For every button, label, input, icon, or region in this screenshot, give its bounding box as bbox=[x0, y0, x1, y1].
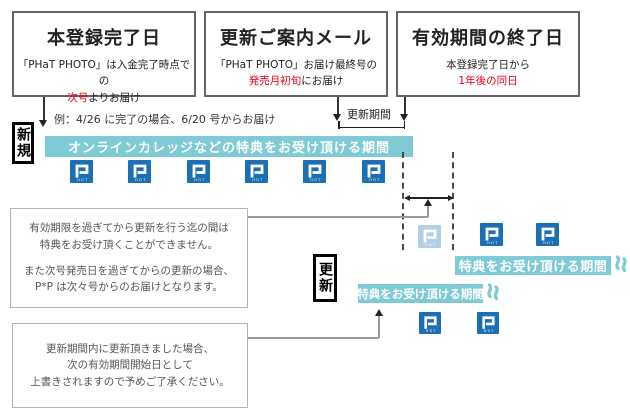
phat-photo-logo-icon: HOT bbox=[187, 160, 210, 183]
arrow-up-icon bbox=[375, 309, 383, 316]
expiration-box: 有効期間の終了日 本登録完了日から 1年後の同日 bbox=[396, 11, 580, 97]
phat-photo-logo-faded-icon: HOT bbox=[418, 225, 441, 248]
new-member-label: 新規 bbox=[12, 122, 34, 164]
svg-text:HOT: HOT bbox=[194, 178, 206, 182]
note-line: 次の有効期間開始日として bbox=[67, 359, 193, 372]
renewal-member-label: 更新 bbox=[313, 254, 337, 302]
connector-line bbox=[378, 315, 380, 338]
arrow-down-icon bbox=[333, 114, 341, 121]
arrow-left-icon bbox=[404, 194, 410, 201]
note-line: 更新期間内に更新頂きました場合、 bbox=[46, 343, 214, 356]
dashed-boundary-line bbox=[452, 152, 454, 250]
phat-photo-logo-icon: HOT bbox=[536, 223, 559, 246]
connector-line bbox=[248, 216, 428, 218]
phat-photo-logo-icon: HOT bbox=[303, 160, 326, 183]
gap-span-line bbox=[409, 197, 449, 199]
renew-benefit-period-banner: 特典をお受け頂ける期間 bbox=[455, 256, 611, 275]
registration-complete-box: 本登録完了日 「PHaT PHOTO」は入金完了時点での 次号よりお届け bbox=[12, 11, 196, 104]
phat-photo-logo-icon: HOT bbox=[477, 312, 499, 334]
svg-text:HOT: HOT bbox=[484, 329, 495, 333]
arrow-right-icon bbox=[448, 194, 454, 201]
note-line: 有効期限を過ぎてから更新を行う迄の間は bbox=[29, 222, 229, 235]
connector-line bbox=[248, 337, 379, 339]
svg-text:HOT: HOT bbox=[426, 329, 437, 333]
expiry-note-box: 有効期限を過ぎてから更新を行う迄の間は 特典をお受け頂くことができません。 また… bbox=[10, 208, 248, 308]
box-subtitle: 「PHaT PHOTO」お届け最終号の 発売月初旬にお届け bbox=[214, 59, 378, 88]
dashed-boundary-line bbox=[402, 152, 404, 250]
phat-photo-logo-icon: HOT bbox=[419, 312, 441, 334]
svg-text:HOT: HOT bbox=[77, 178, 89, 182]
svg-text:HOT: HOT bbox=[252, 178, 264, 182]
phat-photo-logo-icon: HOT bbox=[70, 160, 93, 183]
arrow-down-icon bbox=[400, 114, 408, 121]
arrow-down-icon bbox=[39, 120, 47, 127]
note-line: また次号発売日を過ぎてからの更新の場合、 bbox=[24, 265, 234, 277]
box-subtitle: 本登録完了日から 1年後の同日 bbox=[446, 59, 530, 88]
svg-text:HOT: HOT bbox=[487, 241, 499, 245]
box-title: 有効期間の終了日 bbox=[412, 28, 564, 49]
renewal-period-span bbox=[338, 121, 405, 129]
arrow-up-icon bbox=[424, 199, 432, 206]
phat-photo-logo-icon: HOT bbox=[480, 223, 503, 246]
svg-text:HOT: HOT bbox=[369, 178, 381, 182]
renewal-period-label: 更新期間 bbox=[347, 108, 391, 121]
connector-line bbox=[427, 205, 429, 217]
phat-photo-logo-icon: HOT bbox=[245, 160, 268, 183]
overwrite-note-box: 更新期間内に更新頂きました場合、 次の有効期間開始日として 上書きされますので予… bbox=[12, 323, 248, 408]
arrow-line bbox=[337, 97, 339, 116]
note-line: P*P は次々号からのお届けとなります。 bbox=[35, 281, 223, 294]
box-title: 更新ご案内メール bbox=[220, 28, 372, 49]
renew-benefit-period-banner: 特典をお受け頂ける期間 bbox=[357, 284, 484, 303]
renewal-mail-box: 更新ご案内メール 「PHaT PHOTO」お届け最終号の 発売月初旬にお届け bbox=[204, 11, 388, 97]
new-benefit-period-banner: オンラインカレッジなどの特典をお受け頂ける期間 bbox=[45, 136, 413, 157]
svg-text:HOT: HOT bbox=[310, 178, 322, 182]
wave-continuation-icon bbox=[615, 255, 627, 273]
wave-continuation-icon bbox=[487, 283, 499, 301]
svg-text:HOT: HOT bbox=[425, 243, 437, 247]
note-line: 特典をお受け頂くことができません。 bbox=[39, 238, 219, 251]
phat-photo-logo-icon: HOT bbox=[362, 160, 385, 183]
svg-text:HOT: HOT bbox=[135, 178, 147, 182]
phat-photo-logo-icon: HOT bbox=[128, 160, 151, 183]
arrow-line bbox=[43, 97, 45, 122]
box-subtitle: 「PHaT PHOTO」は入金完了時点での 次号よりお届け bbox=[17, 59, 191, 104]
box-title: 本登録完了日 bbox=[47, 28, 161, 49]
arrow-line bbox=[404, 97, 406, 116]
example-note: 例：4/26 に完了の場合、6/20 号からお届け bbox=[54, 113, 276, 126]
svg-text:HOT: HOT bbox=[543, 241, 555, 245]
note-line: 上書きされますので予めご了承ください。 bbox=[30, 375, 230, 388]
